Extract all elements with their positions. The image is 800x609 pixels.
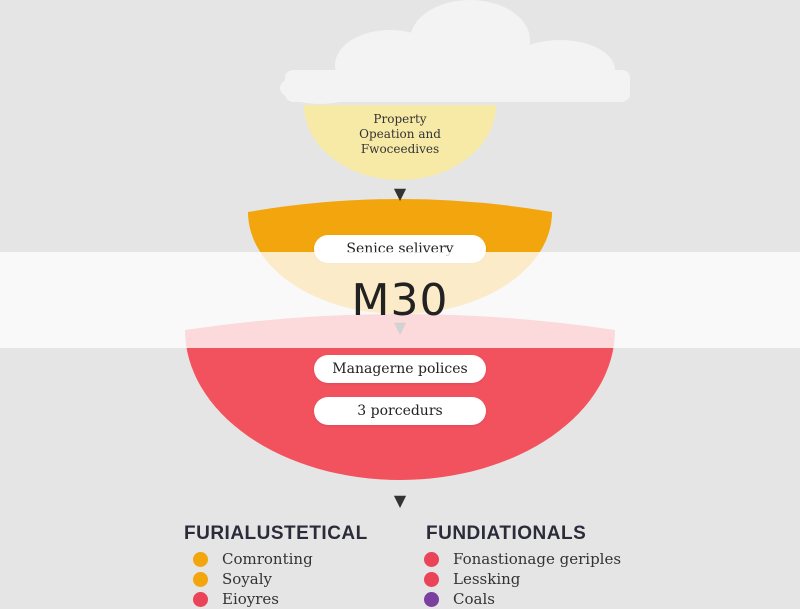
cloud-icon: [280, 0, 630, 104]
legend-item-label: Lessking: [453, 570, 521, 588]
orange-dot-icon: [193, 571, 208, 587]
legend-item-label: Comronting: [222, 550, 313, 568]
legend-item-label: Eioyres: [222, 590, 279, 608]
top-bowl-line-2: Opeation and: [359, 127, 441, 141]
bottom-bowl-pill-1: Managerne polices: [314, 355, 486, 383]
legend-item: Lessking: [424, 569, 621, 589]
legend-item: Fonastionage geriples: [424, 549, 621, 569]
legend-item: Eioyres: [193, 589, 313, 609]
legend-right-list: Fonastionage geriples Lessking Coals: [424, 549, 621, 609]
red-dot-icon: [424, 551, 439, 567]
bottom-bowl-pill-2: 3 porcedurs: [314, 397, 486, 425]
arrow-down-icon: ▼: [393, 184, 407, 203]
legend-item: Soyaly: [193, 569, 313, 589]
top-bowl-line-1: Property: [373, 112, 427, 126]
top-bowl-line-3: Fwoceedives: [360, 142, 440, 156]
legend-item-label: Fonastionage geriples: [453, 550, 622, 568]
purple-dot-icon: [424, 591, 439, 607]
top-bowl: [304, 105, 496, 180]
red-dot-icon: [193, 591, 208, 607]
legend-right-title: FUNDIATIONALS: [426, 523, 587, 544]
legend-left-title: FURIALUSTETICAL: [184, 523, 368, 544]
legend-item-label: Soyaly: [222, 570, 272, 588]
red-dot-icon: [424, 571, 439, 587]
watermark: M30: [351, 274, 449, 326]
legend-item-label: Coals: [453, 590, 495, 608]
legend-item: Comronting: [193, 549, 313, 569]
legend-left-list: Comronting Soyaly Eioyres: [193, 549, 313, 609]
arrow-down-icon: ▼: [393, 491, 407, 510]
orange-dot-icon: [193, 551, 208, 567]
legend-item: Coals: [424, 589, 621, 609]
watermark-band: [0, 252, 800, 348]
top-bowl-label: Property Opeation and Fwoceedives: [330, 112, 470, 157]
